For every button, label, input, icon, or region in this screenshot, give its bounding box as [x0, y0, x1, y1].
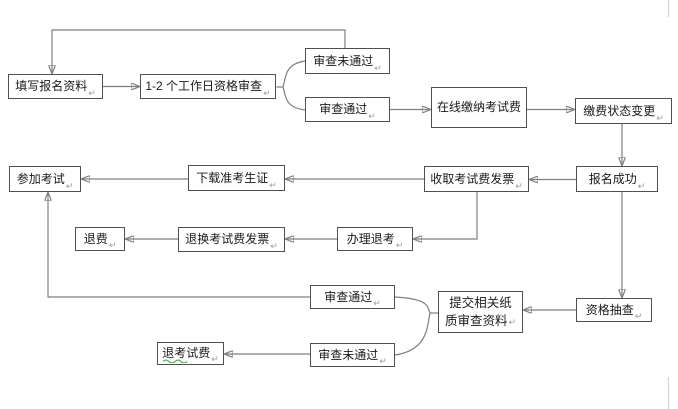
- node-label: 填写报名资料: [15, 79, 88, 93]
- return-mark: ↵: [373, 298, 381, 308]
- node-refund: 退费↵: [75, 227, 125, 251]
- node-refund-exam-fee: 退考试费↵: [157, 342, 224, 365]
- node-qualification-review: 1-2 个工作日资格审查↵: [140, 74, 276, 99]
- arrow-passed2-to-exam: [48, 193, 310, 298]
- return-mark: ↵: [88, 88, 96, 98]
- node-label: 1-2 个工作日资格审查: [145, 79, 263, 93]
- arrow-invoice-to-withdrawal: [414, 192, 478, 239]
- node-label: 在线缴纳考试费: [436, 100, 521, 114]
- return-mark: ↵: [270, 241, 278, 251]
- return-mark: ↵: [263, 88, 271, 98]
- spellcheck-squiggle: [162, 359, 188, 363]
- return-mark: ↵: [634, 311, 643, 321]
- node-label: 退费: [83, 231, 108, 246]
- brace-review-split-upper: [282, 60, 306, 88]
- node-label: 退考试费: [162, 346, 211, 360]
- node-label: 审查通过: [319, 102, 368, 116]
- node-payment-status-change: 缴费状态变更↵: [575, 98, 672, 124]
- node-review-passed-top: 审查通过↵: [305, 97, 390, 122]
- node-review-passed-bottom: 审查通过↵: [310, 285, 395, 309]
- node-label: 参加考试: [16, 171, 65, 186]
- return-mark: ↵: [65, 181, 74, 191]
- return-mark: ↵: [515, 181, 523, 191]
- return-mark: ↵: [368, 111, 376, 121]
- return-mark: ↵: [637, 181, 646, 191]
- node-label: 下载准考生证: [196, 170, 269, 185]
- node-download-admission-ticket: 下载准考生证↵: [188, 165, 285, 191]
- node-review-failed-top: 审查未通过↵: [305, 48, 390, 74]
- node-label: 退换考试费发票: [185, 232, 270, 246]
- brace-review-split-lower: [282, 86, 306, 111]
- return-mark: ↵: [395, 240, 404, 250]
- node-pay-exam-fee-online: 在线缴纳考试费: [431, 87, 527, 128]
- return-mark: ↵: [379, 356, 387, 366]
- return-mark: ↵: [269, 180, 277, 190]
- arrow-failed-back-to-fill: [52, 29, 346, 73]
- brace-submit-split-upper: [394, 296, 431, 314]
- node-take-exam: 参加考试↵: [9, 166, 81, 192]
- node-label: 资格抽查: [585, 302, 634, 317]
- node-submit-paper-review-materials: 提交相关纸质审查资料↵: [438, 291, 523, 333]
- node-process-exam-withdrawal: 办理退考↵: [337, 227, 413, 251]
- node-qualification-spot-check: 资格抽查↵: [576, 298, 652, 322]
- node-receive-exam-fee-invoice: 收取考试费发票↵: [424, 166, 529, 192]
- node-label: 提交相关纸质审查资料↵: [444, 295, 517, 328]
- node-label: 审查未通过: [318, 347, 379, 362]
- node-exchange-exam-fee-invoice: 退换考试费发票↵: [178, 227, 285, 252]
- node-review-failed-bottom: 审查未通过↵: [310, 343, 395, 367]
- node-label: 审查通过: [324, 289, 373, 304]
- node-fill-registration-info: 填写报名资料↵: [8, 74, 103, 99]
- brace-submit-split-lower: [394, 312, 431, 356]
- return-mark: ↵: [211, 354, 219, 364]
- node-label: 收取考试费发票: [430, 171, 515, 186]
- node-label: 报名成功: [588, 171, 637, 186]
- node-registration-success: 报名成功↵: [576, 166, 658, 192]
- return-mark: ↵: [656, 113, 664, 123]
- return-mark: ↵: [108, 240, 117, 250]
- return-mark: ↵: [374, 63, 382, 73]
- return-mark: ↵: [508, 317, 517, 327]
- node-label: 审查未通过: [313, 53, 374, 68]
- node-label: 办理退考: [346, 231, 395, 246]
- node-label: 缴费状态变更: [583, 103, 656, 118]
